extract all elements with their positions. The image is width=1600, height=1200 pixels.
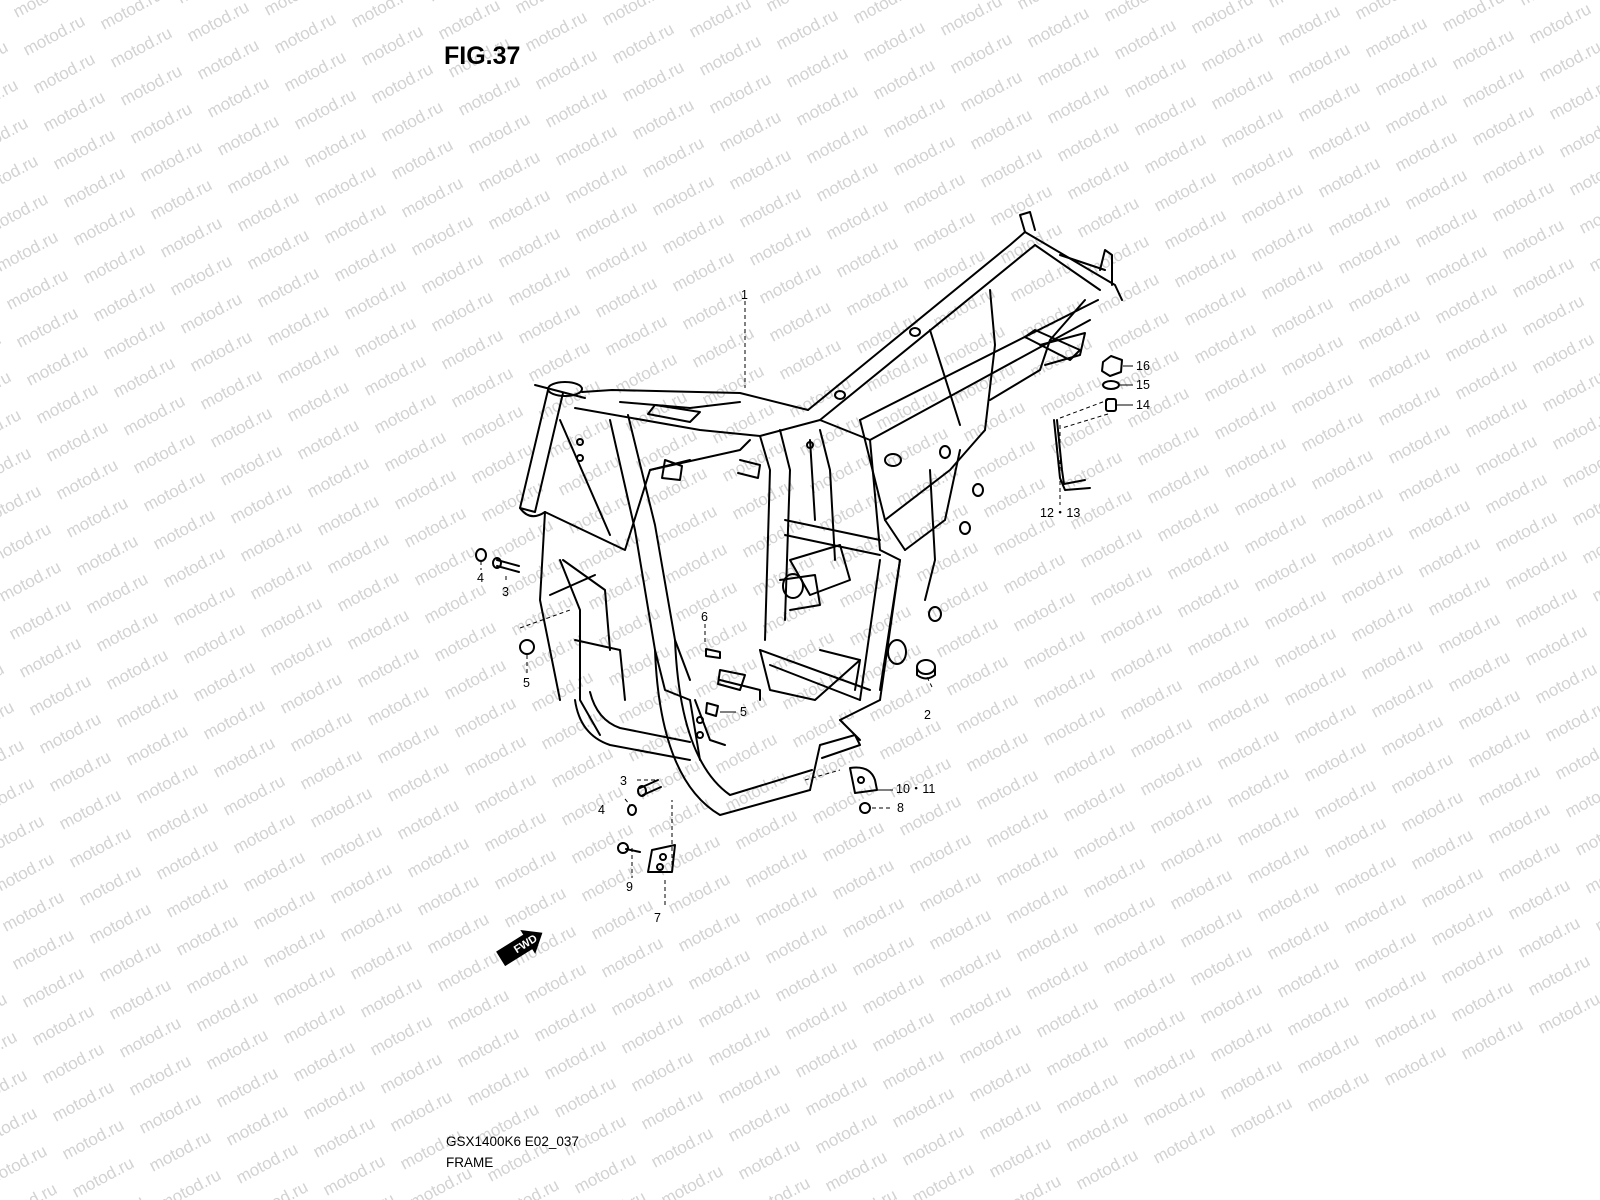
- part-bolt-3a: [492, 557, 520, 573]
- front-downtubes: [539, 414, 691, 736]
- engine-mounts: [576, 327, 984, 739]
- cross-members: [717, 519, 881, 701]
- callout-9: 9: [626, 880, 633, 894]
- callout-3-upper: 3: [502, 585, 509, 599]
- mid-tubes: [649, 429, 836, 641]
- callout-10-11: 10・11: [896, 782, 936, 796]
- part-nut-5b: [705, 702, 719, 717]
- part-bolt-6: [705, 648, 721, 659]
- part-hook-12: [1053, 419, 1091, 491]
- callout-7: 7: [654, 911, 661, 925]
- callout-8: 8: [897, 801, 904, 815]
- diagram-caption: FRAME: [446, 1155, 494, 1170]
- steering-head: [519, 381, 586, 518]
- part-nut-2: [916, 659, 936, 680]
- lower-cradle: [574, 639, 861, 816]
- part-bolt-8: [859, 802, 871, 814]
- rear-subframe: [807, 211, 1123, 441]
- callout-5-center: 5: [740, 705, 747, 719]
- part-nut-5a: [519, 639, 535, 655]
- part-washer-15: [1102, 380, 1120, 390]
- model-code: GSX1400K6 E02_037: [446, 1134, 579, 1149]
- part-nut-16: [1101, 355, 1123, 377]
- callout-ticks: [720, 365, 1133, 791]
- callout-16: 16: [1136, 359, 1150, 373]
- callout-5-left: 5: [523, 676, 530, 690]
- fwd-arrow-icon: FWD: [496, 929, 543, 967]
- callout-4-lower: 4: [598, 803, 605, 817]
- callout-14: 14: [1136, 398, 1150, 412]
- callout-4-upper: 4: [477, 571, 484, 585]
- part-plate-12: [1024, 329, 1081, 361]
- callout-6: 6: [701, 610, 708, 624]
- leader-lines: [480, 301, 1109, 905]
- callout-2: 2: [924, 708, 931, 722]
- callout-15: 15: [1136, 378, 1150, 392]
- part-washer-4b: [627, 804, 637, 816]
- part-bracket-10: [849, 766, 878, 794]
- part-washer-4a: [475, 548, 487, 562]
- rear-plates: [819, 419, 986, 721]
- part-spacer-14: [1105, 398, 1117, 412]
- callout-1: 1: [741, 288, 748, 302]
- part-bracket-7: [647, 844, 676, 873]
- main-rails: [544, 389, 821, 551]
- part-bolt-9: [617, 842, 641, 854]
- callout-3-lower: 3: [620, 774, 627, 788]
- part-bolt-3b: [637, 779, 662, 797]
- figure-title: FIG.37: [444, 42, 521, 70]
- callout-12-13: 12・13: [1040, 506, 1081, 520]
